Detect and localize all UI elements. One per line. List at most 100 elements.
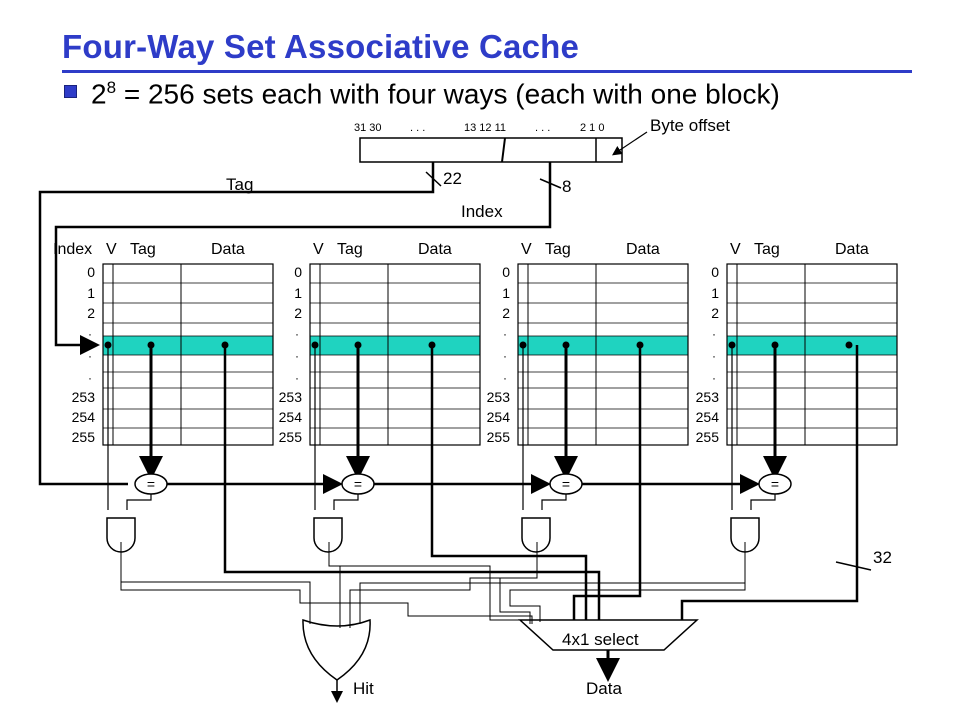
bullet-square-icon	[64, 85, 77, 99]
header-data: Data	[418, 241, 452, 258]
mux-label: 4x1 select	[562, 630, 639, 649]
row-label: 253	[72, 389, 96, 405]
row-label: 253	[279, 389, 303, 405]
row-label: 255	[279, 429, 303, 445]
row-ellipsis: ·	[712, 349, 716, 363]
bit-label-dots-2: . . .	[535, 122, 550, 134]
match-line	[126, 494, 152, 510]
row-ellipsis: ·	[88, 327, 92, 341]
row-label: 254	[72, 409, 96, 425]
tap-point	[845, 341, 853, 349]
byte-offset-arrow-icon	[612, 131, 648, 156]
row-ellipsis: ·	[295, 327, 299, 341]
hit-line-way3	[359, 542, 746, 624]
row-label: 0	[294, 264, 302, 280]
hit-line-way0	[120, 542, 311, 624]
row-ellipsis: ·	[295, 371, 299, 385]
row-label: 255	[487, 429, 511, 445]
mux-icon	[518, 619, 699, 682]
bullet-text: = 256 sets each with four ways (each wit…	[116, 78, 780, 110]
bit-label-13-11: 13 12 11	[464, 122, 506, 134]
title-underline	[62, 70, 912, 73]
match-line	[541, 494, 567, 510]
and-gate-icon	[730, 517, 760, 553]
data-output-label: Data	[586, 679, 622, 698]
cache-way-0: Index V Tag Data 0 1 2 · · · 253 254 255 =	[53, 241, 343, 553]
bullet-base: 2	[91, 78, 107, 110]
row-label: 254	[279, 409, 303, 425]
bullet-exponent: 8	[106, 78, 117, 97]
select-line-way0	[120, 582, 533, 624]
match-line	[750, 494, 776, 510]
row-label: 254	[696, 409, 720, 425]
row-label: 1	[294, 285, 302, 301]
header-index: Index	[53, 241, 92, 258]
header-data: Data	[626, 241, 660, 258]
header-data: Data	[211, 241, 245, 258]
select-line-way2	[470, 577, 531, 624]
header-v: V	[106, 241, 117, 258]
row-ellipsis: ·	[88, 371, 92, 385]
result-wiring	[120, 345, 859, 628]
hit-line-way2	[349, 542, 538, 628]
and-gate-icon	[313, 517, 343, 553]
bullet-line: 28 = 256 sets each with four ways (each …	[64, 78, 780, 110]
row-label: 1	[711, 285, 719, 301]
address-divider-tag-index	[501, 137, 506, 163]
index-bits-label: 8	[562, 177, 571, 196]
header-tag: Tag	[130, 241, 156, 258]
header-v: V	[521, 241, 532, 258]
bit-label-2-0: 2 1 0	[580, 122, 604, 134]
index-label: Index	[461, 202, 503, 221]
row-ellipsis: ·	[503, 349, 507, 363]
address-box	[359, 137, 623, 163]
selected-set-row	[727, 336, 897, 355]
comparator-symbol: =	[147, 476, 155, 492]
data-bits-label: 32	[873, 548, 892, 567]
hit-label: Hit	[353, 679, 374, 698]
row-label: 253	[696, 389, 720, 405]
way-array-border	[102, 263, 274, 446]
way-array-border	[517, 263, 689, 446]
row-label: 1	[502, 285, 510, 301]
data-bus-way0	[223, 345, 601, 620]
row-label: 2	[294, 305, 302, 321]
header-v: V	[730, 241, 741, 258]
bit-label-dots-1: . . .	[410, 122, 425, 134]
data-bus-way2	[572, 345, 642, 620]
selected-set-row	[518, 336, 688, 355]
match-line	[333, 494, 359, 510]
selected-set-row	[310, 336, 480, 355]
row-ellipsis: ·	[295, 349, 299, 363]
way-array-border	[309, 263, 481, 446]
byte-offset-label: Byte offset	[650, 116, 730, 135]
header-tag: Tag	[754, 241, 780, 258]
tag-bus	[38, 162, 435, 486]
row-label: 2	[711, 305, 719, 321]
tag-bits-label: 22	[443, 169, 462, 188]
header-tag: Tag	[545, 241, 571, 258]
row-label: 0	[711, 264, 719, 280]
comparator-symbol: =	[562, 476, 570, 492]
header-tag: Tag	[337, 241, 363, 258]
ways-layer: Index V Tag Data 0 1 2 · · · 253 254 255 = V Tag Data 0 1 2…	[53, 241, 898, 553]
and-gate-icon	[106, 517, 136, 553]
row-label: 0	[87, 264, 95, 280]
row-label: 254	[487, 409, 511, 425]
data-bus-slash	[835, 561, 872, 571]
row-label: 2	[502, 305, 510, 321]
row-label: 255	[696, 429, 720, 445]
comparator-symbol: =	[771, 476, 779, 492]
data-bus-way1	[430, 345, 588, 620]
header-data: Data	[835, 241, 869, 258]
row-label: 253	[487, 389, 511, 405]
index-bus	[54, 162, 552, 355]
comparator-symbol: =	[354, 476, 362, 492]
select-line-way3	[509, 583, 746, 622]
hit-line-way1	[328, 542, 341, 628]
select-line-way1	[340, 565, 523, 621]
or-gate-icon	[302, 618, 371, 703]
row-label: 1	[87, 285, 95, 301]
